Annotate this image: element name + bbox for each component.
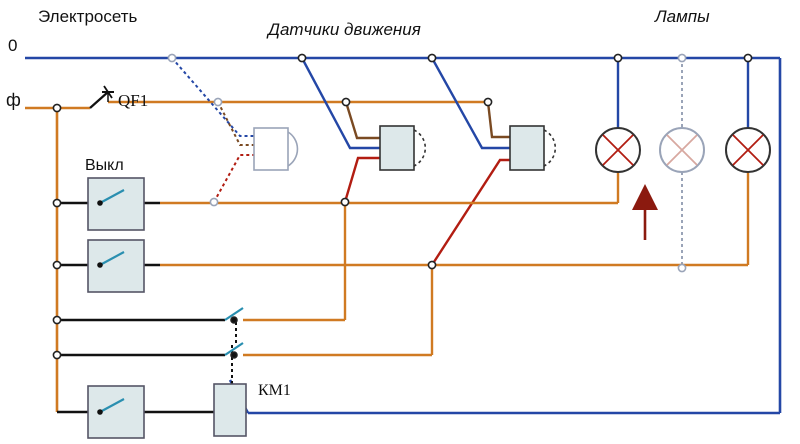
switch-2 bbox=[87, 239, 145, 293]
breaker-qf1 bbox=[89, 85, 114, 109]
lamps-label: Лампы bbox=[654, 7, 710, 26]
relay-contacts bbox=[224, 307, 244, 356]
switch-3 bbox=[87, 385, 145, 439]
lamp-3 bbox=[725, 127, 771, 173]
breaker-label: QF1 bbox=[118, 91, 148, 110]
lamp-neutral-links bbox=[616, 58, 750, 128]
phase-label: ф bbox=[6, 90, 21, 110]
motion-sensor-2 bbox=[379, 125, 427, 171]
sensor-wiring bbox=[300, 57, 510, 266]
lamp-2 bbox=[659, 127, 705, 173]
neutral-label: 0 bbox=[8, 36, 17, 55]
motion-sensor-3 bbox=[509, 125, 557, 171]
dotted-wiring bbox=[171, 57, 683, 385]
sensors-label: Датчики движения bbox=[266, 20, 421, 39]
network-label: Электросеть bbox=[38, 7, 138, 26]
relay-km1 bbox=[213, 383, 247, 437]
relay-label: КМ1 bbox=[258, 382, 291, 399]
junction-dots bbox=[52, 53, 753, 360]
neutral-bus bbox=[25, 56, 782, 415]
lamp-1 bbox=[595, 127, 641, 173]
switch-1 bbox=[87, 177, 145, 231]
switch-label: Выкл bbox=[85, 157, 124, 174]
motion-sensor-1 bbox=[253, 127, 299, 171]
